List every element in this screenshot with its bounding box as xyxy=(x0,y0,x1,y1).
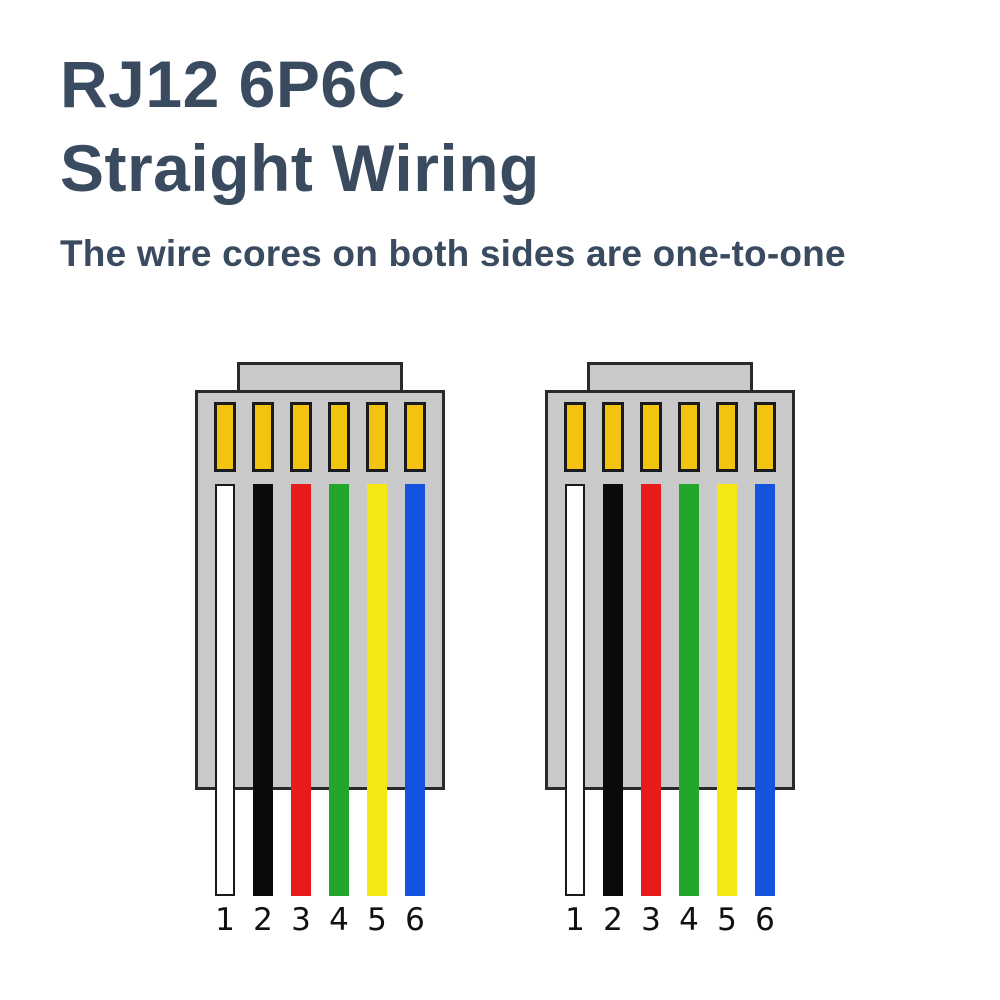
pin-number-2: 2 xyxy=(603,902,623,938)
page-title: RJ12 6P6C Straight Wiring xyxy=(60,42,846,211)
title-line-2: Straight Wiring xyxy=(60,131,540,206)
wire-row xyxy=(195,484,445,896)
pin-number-4: 4 xyxy=(329,902,349,938)
pin-1 xyxy=(564,402,586,472)
wire-blue xyxy=(755,484,775,896)
pin-number-row: 1 2 3 4 5 6 xyxy=(545,902,795,938)
pin-row xyxy=(195,402,445,472)
pin-row xyxy=(545,402,795,472)
wire-row xyxy=(545,484,795,896)
pin-number-5: 5 xyxy=(367,902,387,938)
pin-4 xyxy=(328,402,350,472)
connector-body xyxy=(195,390,445,790)
pin-number-5: 5 xyxy=(717,902,737,938)
wire-red xyxy=(641,484,661,896)
pin-6 xyxy=(404,402,426,472)
pin-2 xyxy=(252,402,274,472)
wire-black xyxy=(253,484,273,896)
header: RJ12 6P6C Straight Wiring The wire cores … xyxy=(60,42,846,275)
wire-blue xyxy=(405,484,425,896)
subtitle: The wire cores on both sides are one-to-… xyxy=(60,232,846,274)
pin-number-3: 3 xyxy=(641,902,661,938)
wire-white xyxy=(565,484,585,896)
title-line-1: RJ12 6P6C xyxy=(60,47,406,121)
pin-5 xyxy=(716,402,738,472)
pin-number-row: 1 2 3 4 5 6 xyxy=(195,902,445,938)
pin-2 xyxy=(602,402,624,472)
pin-number-3: 3 xyxy=(291,902,311,938)
pin-number-1: 1 xyxy=(215,902,235,938)
pin-number-4: 4 xyxy=(679,902,699,938)
wire-black xyxy=(603,484,623,896)
wire-green xyxy=(329,484,349,896)
pin-6 xyxy=(754,402,776,472)
pin-1 xyxy=(214,402,236,472)
pin-3 xyxy=(290,402,312,472)
rj12-connector-left: 1 2 3 4 5 6 xyxy=(195,362,445,942)
pin-3 xyxy=(640,402,662,472)
pin-number-1: 1 xyxy=(565,902,585,938)
pin-4 xyxy=(678,402,700,472)
pin-number-6: 6 xyxy=(755,902,775,938)
wire-yellow xyxy=(367,484,387,896)
connector-body xyxy=(545,390,795,790)
rj12-connector-right: 1 2 3 4 5 6 xyxy=(545,362,795,942)
wire-red xyxy=(291,484,311,896)
wire-white xyxy=(215,484,235,896)
pin-number-2: 2 xyxy=(253,902,273,938)
connectors-diagram: 1 2 3 4 5 6 xyxy=(195,362,795,942)
pin-number-6: 6 xyxy=(405,902,425,938)
wire-green xyxy=(679,484,699,896)
wire-yellow xyxy=(717,484,737,896)
pin-5 xyxy=(366,402,388,472)
